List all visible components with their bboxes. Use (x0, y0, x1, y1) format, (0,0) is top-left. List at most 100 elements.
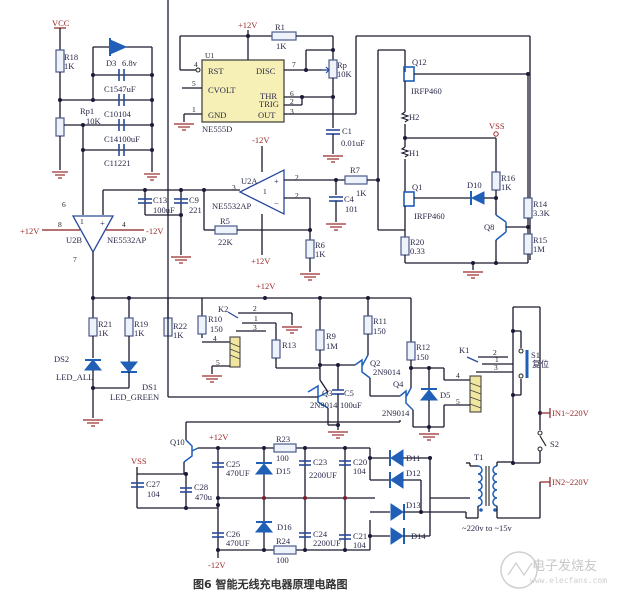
d12-ref: D12 (406, 468, 421, 478)
c14-label: C14100uF (104, 134, 140, 144)
r23-value: 100 (276, 453, 289, 463)
rp-potentiometer (328, 59, 338, 79)
d10-diode-icon (470, 191, 485, 205)
r19-value: 1K (134, 328, 145, 338)
mains-switch-block: S1 复位 IN1~220V S2 (511, 306, 590, 465)
rp-ref: Rp (337, 60, 347, 70)
d13-diode-icon (390, 503, 404, 521)
r9-ref: R9 (326, 331, 336, 341)
u1-rst-pin: RST (208, 66, 224, 76)
u2b-part: NE5532AP (107, 235, 146, 245)
figure-caption: 图6 智能无线充电器原理电路图 (193, 577, 347, 591)
c15-label: C1547uF (104, 84, 136, 94)
s2-ref: S2 (550, 439, 559, 449)
c9-value: 221 (189, 205, 202, 215)
reference-voltage-block: VCC R18 1K Rp1 10K D3 6.8v C1547uF C1010… (52, 18, 160, 210)
svg-text:1: 1 (263, 187, 267, 196)
r7-value: 1K (356, 188, 367, 198)
c28-ref: C28 (194, 482, 208, 492)
s1-value: 复位 (532, 359, 550, 369)
r21-value: 1K (98, 328, 109, 338)
r12-ref: R12 (416, 342, 430, 352)
r10-ref: R10 (208, 314, 222, 324)
r22-ref: R22 (173, 321, 187, 331)
c27-ref: C27 (146, 479, 160, 489)
q8-transistor-icon (495, 214, 507, 241)
r10-value: 150 (210, 324, 223, 334)
t1-ref: T1 (474, 452, 483, 462)
r11-resistor (363, 315, 373, 335)
d16-zener-icon (254, 521, 274, 533)
r12-resistor (406, 341, 416, 361)
d5-ref: D5 (440, 390, 450, 400)
relay-driver-block: +12V R10 150 K2 2 1 3 R13 4 5 R9 1M (197, 281, 513, 441)
u1-ic-body (201, 59, 285, 123)
d16-ref: D16 (277, 522, 292, 532)
r1-ref: R1 (275, 22, 285, 32)
svg-text:8: 8 (58, 220, 62, 229)
watermark-url: www.elecfans.com (530, 576, 607, 585)
rp1-potentiometer (55, 117, 65, 137)
svg-text:1: 1 (192, 105, 196, 114)
c4-ref: C4 (344, 194, 355, 204)
q12-ref: Q12 (412, 57, 427, 67)
svg-text:-12V: -12V (252, 135, 270, 145)
s1-ref: S1 (531, 350, 540, 360)
d12-diode-icon (390, 471, 404, 489)
c13-value: 100uF (153, 205, 175, 215)
r10-resistor (197, 315, 207, 335)
svg-text:4: 4 (194, 60, 198, 69)
ds1-value: LED_GREEN (110, 392, 159, 402)
led-indicators: R21 1K DS2 LED_ALL R19 1K DS1 LED_GREEN … (54, 0, 320, 427)
svg-text:2: 2 (295, 191, 299, 200)
d11-diode-icon (390, 449, 404, 467)
d3-ref: D3 (106, 58, 116, 68)
u1-out-pin: OUT (258, 110, 276, 120)
r13-resistor (271, 339, 281, 359)
d5-diode-icon (419, 389, 439, 401)
c25-ref: C25 (226, 459, 240, 469)
r18-value: 1K (64, 61, 75, 71)
svg-text:3: 3 (494, 363, 498, 372)
r9-resistor (315, 329, 325, 351)
in2-label: IN2~220V (552, 477, 590, 487)
k2-relay-coil (229, 336, 241, 368)
h2-coil-icon (400, 111, 410, 123)
q12-value: IRFP460 (411, 86, 442, 96)
power-stage: Q12 IRFP460 H2 H1 Q1 IRFP460 D10 R20 0.3… (378, 49, 551, 279)
u2a-triangle (238, 168, 285, 216)
c23-ref: C23 (313, 457, 327, 467)
svg-text:2: 2 (253, 304, 257, 313)
svg-text:2: 2 (493, 348, 497, 357)
r14-resistor (523, 197, 533, 219)
r11-ref: R11 (373, 316, 387, 326)
vcc-net-label: VCC (52, 18, 70, 28)
vss-net-label: VSS (489, 121, 505, 131)
r21-resistor (88, 317, 98, 337)
rp-value: 10K (337, 69, 353, 79)
r24-resistor (273, 545, 297, 555)
q2-transistor-icon (354, 354, 371, 379)
r13-ref: R13 (282, 340, 296, 350)
q4-ref: Q4 (393, 379, 404, 389)
c13-ref: C13 (153, 195, 167, 205)
u2b-ref: U2B (66, 235, 82, 245)
u1-disc-pin: DISC (256, 66, 276, 76)
q3-transistor-icon (307, 384, 329, 409)
c28-value: 470u (195, 492, 213, 502)
svg-text:1: 1 (254, 314, 258, 323)
r7-ref: R7 (350, 165, 360, 175)
u2a-part: NE5532AP (212, 201, 251, 211)
h1-ref: H1 (409, 148, 419, 158)
svg-text:6: 6 (290, 89, 294, 98)
k1-ref: K1 (459, 345, 469, 355)
svg-text:5: 5 (192, 79, 196, 88)
q4-value: 2N9014 (382, 408, 410, 418)
svg-text:1: 1 (495, 355, 499, 364)
c11-label: C11221 (104, 158, 131, 168)
u1-thr-pin: THR (260, 91, 277, 101)
svg-text:4: 4 (122, 220, 126, 229)
svg-text:5: 5 (216, 358, 220, 367)
c21-value: 104 (353, 540, 367, 550)
